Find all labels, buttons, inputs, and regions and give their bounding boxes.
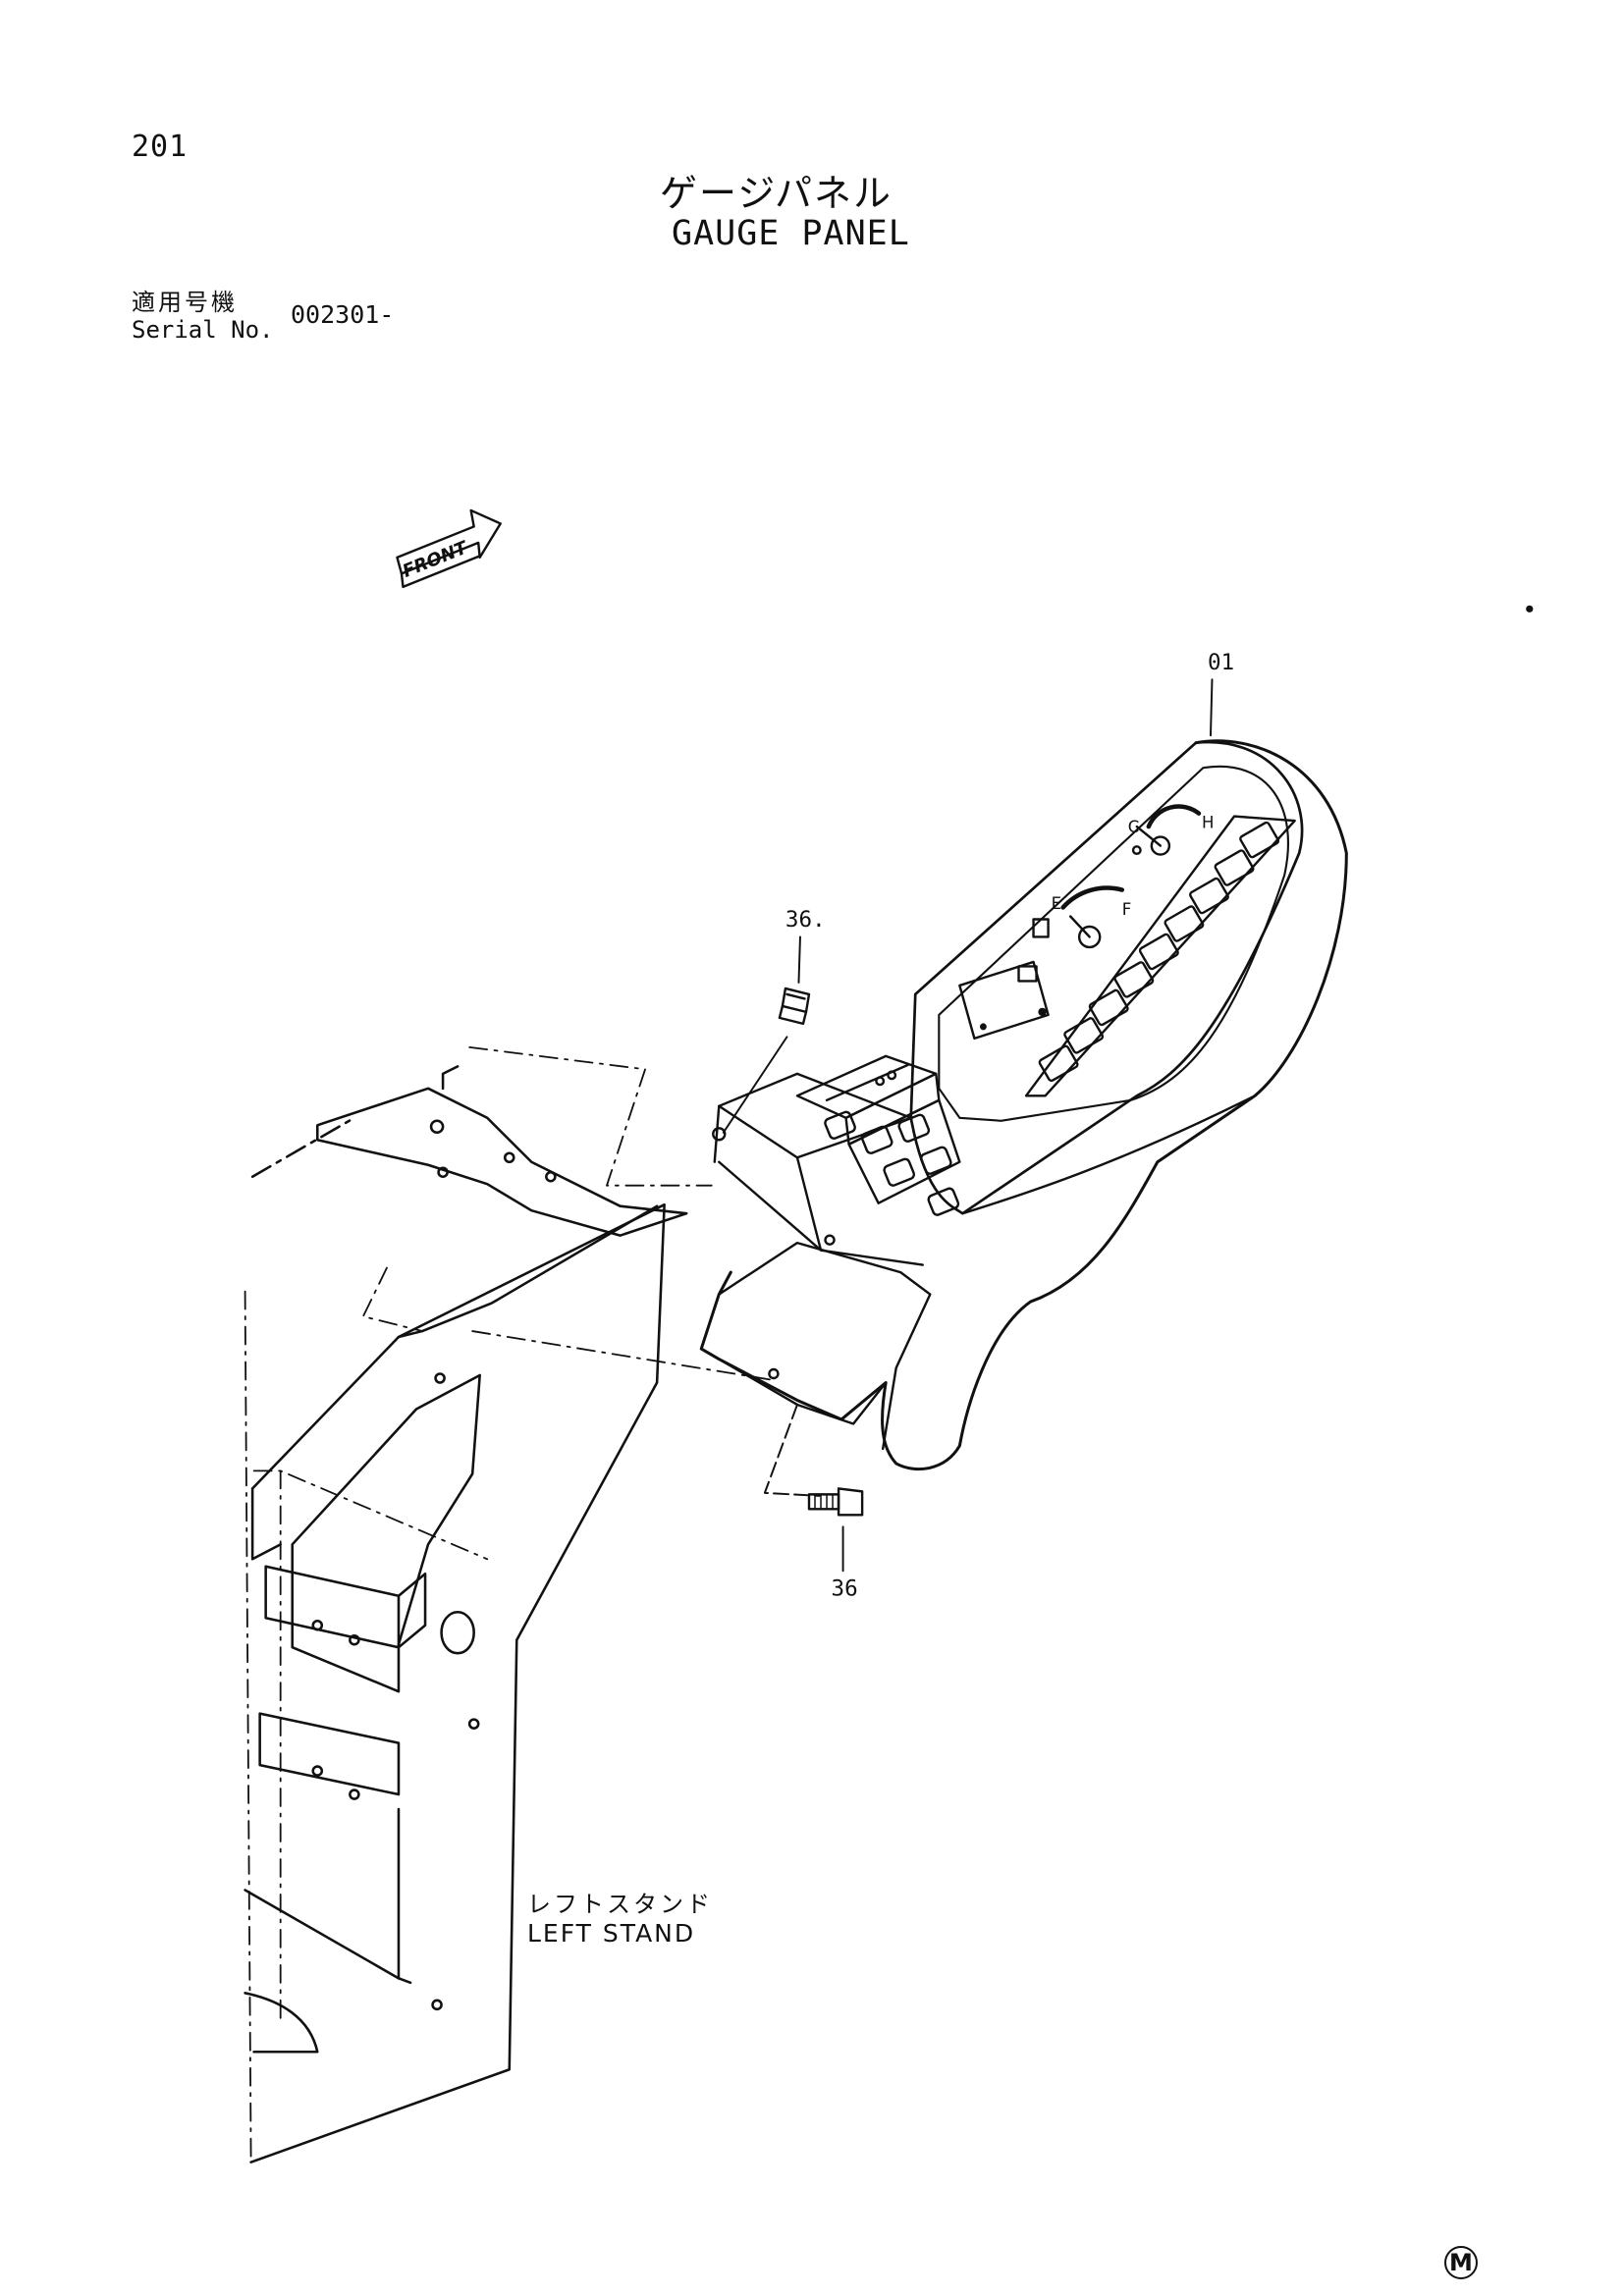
- mounting-hole-icon: [712, 1127, 727, 1142]
- left-stand-label-japanese: レフトスタンド: [527, 1891, 713, 1918]
- serial-label-japanese: 適用号機: [132, 289, 238, 316]
- indicator-fan-icon: [1113, 961, 1155, 998]
- corner-mark: M: [1444, 2246, 1478, 2279]
- indicator-column: [1024, 815, 1296, 1097]
- front-arrow-icon: FRONT: [396, 508, 502, 589]
- fuel-low-label: E: [1052, 894, 1061, 913]
- leader-lines: [722, 678, 1214, 1573]
- indicator-oil-icon: [1214, 849, 1255, 886]
- title-english: GAUGE PANEL: [672, 214, 910, 253]
- hour-meter: [958, 960, 1050, 1041]
- left-stand-label-english: LEFT STAND: [527, 1919, 696, 1948]
- temperature-icon: [1131, 845, 1142, 856]
- mounting-hole-icon: [768, 1367, 780, 1380]
- indicator-coolant-icon: [1189, 877, 1229, 915]
- hour-meter-icon: [1017, 965, 1038, 983]
- indicator-seat-icon: [1038, 1044, 1079, 1083]
- serial-value: 002301-: [291, 300, 395, 329]
- fuel-pump-icon: [1032, 918, 1050, 938]
- fuel-high-label: F: [1122, 900, 1132, 919]
- callout-36-upper: 36.: [785, 907, 826, 933]
- bolt-lower-icon: [807, 1487, 864, 1517]
- indicator-battery-icon: [1239, 821, 1280, 859]
- callout-36-lower: 36: [832, 1576, 858, 1602]
- temperature-high-label: H: [1202, 814, 1214, 832]
- callout-01: 01: [1208, 650, 1234, 675]
- serial-label-english: Serial No.: [132, 316, 274, 344]
- indicator-lever-icon: [1063, 1017, 1105, 1054]
- indicator-temp-icon: [1138, 933, 1179, 971]
- title-japanese: ゲージパネル: [660, 172, 893, 215]
- fuel-gauge: E F: [1032, 885, 1132, 949]
- gauge-panel-assembly: C H E F: [699, 739, 1348, 1470]
- bolt-upper-icon: [778, 987, 811, 1026]
- temperature-gauge: C H: [1128, 804, 1214, 856]
- left-stand: [244, 1065, 688, 2163]
- alignment-dashes: [244, 1045, 772, 2163]
- page-number: 201: [132, 130, 189, 164]
- stray-mark: [1526, 605, 1534, 613]
- switch-block: [795, 1054, 961, 1216]
- mounting-hole-icon: [824, 1234, 836, 1246]
- indicator-filter-icon: [1164, 905, 1205, 942]
- indicator-preheat-icon: [1088, 988, 1129, 1027]
- front-arrow-label: FRONT: [400, 537, 471, 582]
- temperature-low-label: C: [1128, 818, 1140, 836]
